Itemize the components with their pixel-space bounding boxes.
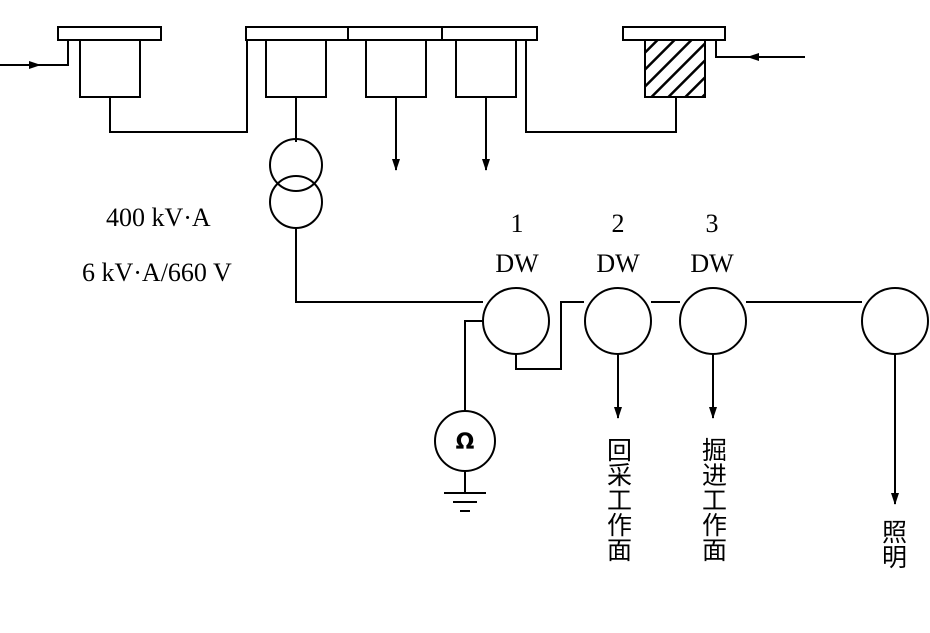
breaker-3-number: 3 <box>706 209 719 238</box>
switchgear-unit-outgoing-1 <box>347 26 443 98</box>
breaker-2-type: DW <box>596 249 640 278</box>
earth-meter-lead <box>464 320 483 412</box>
ground-icon <box>444 492 486 512</box>
switchgear-unit-incoming-left <box>57 26 162 98</box>
switchgear-unit-outgoing-2 <box>441 26 538 98</box>
lv-feeder-line <box>295 228 483 303</box>
tie-line-left <box>109 40 248 133</box>
tie-line-right <box>525 40 677 133</box>
incoming-feeder-left <box>0 40 69 66</box>
switchgear-unit-transformer-feed <box>245 26 349 98</box>
lighting-label: 照明 <box>879 519 908 569</box>
mining-face-label: 回采工作面 <box>604 437 633 562</box>
breaker-3-type: DW <box>690 249 734 278</box>
breaker-1-type: DW <box>495 249 539 278</box>
ohm-symbol: Ω <box>456 430 475 455</box>
transformer-primary-winding <box>269 138 323 192</box>
switchgear-unit-incoming-right <box>622 26 726 98</box>
transformer-voltage-label: 6 kV·A/660 V <box>82 258 232 287</box>
transformer-capacity-label: 400 kV·A <box>106 203 211 232</box>
incoming-feeder-right <box>715 40 805 58</box>
breaker-3 <box>679 287 747 355</box>
breaker-1-number: 1 <box>511 209 524 238</box>
breaker-2 <box>584 287 652 355</box>
breaker-1 <box>482 287 550 355</box>
breaker-1-output <box>515 301 584 370</box>
lighting-unit <box>861 287 929 355</box>
heading-face-label: 掘进工作面 <box>699 437 728 562</box>
breaker-2-number: 2 <box>612 209 625 238</box>
transformer-secondary-winding <box>269 175 323 229</box>
